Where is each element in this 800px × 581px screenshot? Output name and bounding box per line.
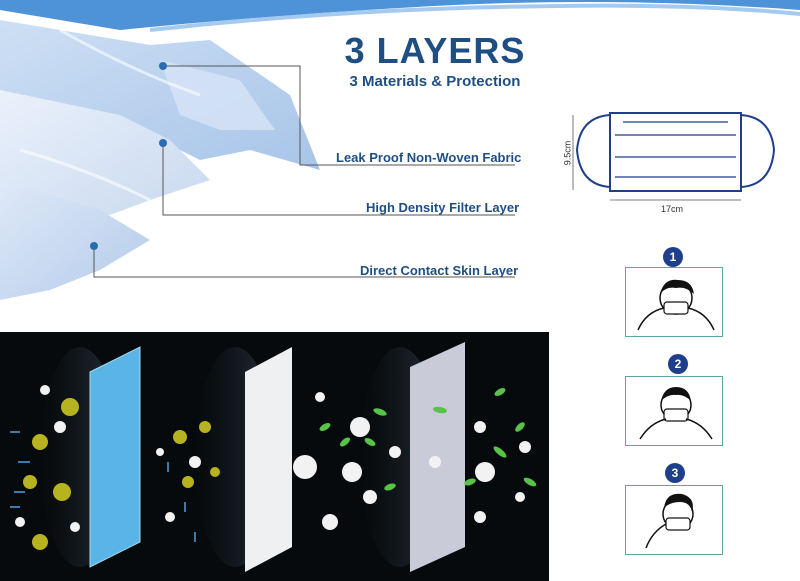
step-2-illustration <box>639 387 713 440</box>
mask-dimension-drawing <box>572 112 776 201</box>
layers-illustration <box>0 20 320 300</box>
step-3-illustration <box>645 493 694 549</box>
layer-1-marker <box>159 62 167 70</box>
layer-2-marker <box>159 139 167 147</box>
step-1-illustration <box>637 279 715 331</box>
layer-label-outer: Leak Proof Non-Woven Fabric <box>336 150 522 165</box>
step-3-box <box>625 485 723 555</box>
layer-3-marker <box>90 242 98 250</box>
filtration-illustration <box>10 342 537 572</box>
step-3-badge: 3 <box>665 463 685 483</box>
page-subtitle: 3 Materials & Protection <box>349 73 521 90</box>
height-dimension: 9.5cm <box>562 140 573 166</box>
layer-label-skin: Direct Contact Skin Layer <box>360 263 519 278</box>
step-2-box <box>625 376 723 446</box>
width-dimension: 17cm <box>661 204 684 214</box>
header-swoosh <box>0 0 800 32</box>
step-2-badge: 2 <box>668 354 688 374</box>
filtration-panel <box>0 332 549 581</box>
step-1-box <box>625 267 723 337</box>
page-title: 3 LAYERS <box>344 30 526 71</box>
layer-label-filter: High Density Filter Layer <box>366 200 520 215</box>
callout-lines <box>90 62 515 278</box>
step-1-badge: 1 <box>663 247 683 267</box>
